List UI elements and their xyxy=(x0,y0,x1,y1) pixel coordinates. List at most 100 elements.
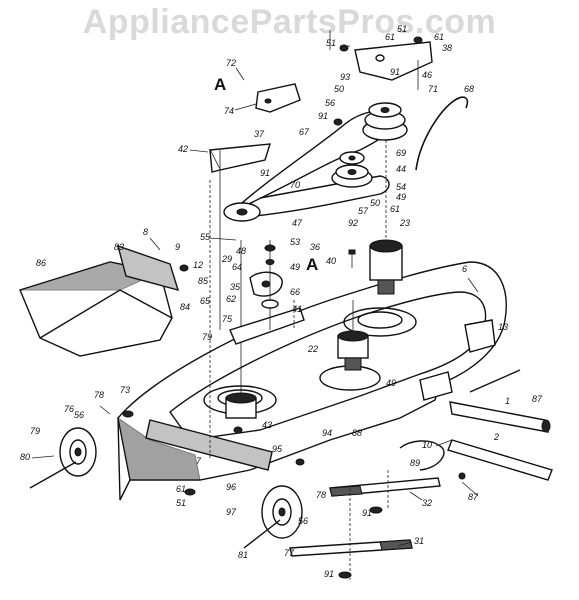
part-label: 56 xyxy=(298,516,308,526)
part-label: 6 xyxy=(462,264,467,274)
part-label: 48 xyxy=(236,246,246,256)
part-label: 49 xyxy=(290,262,300,272)
watermark: AppliancePartsPros.com xyxy=(82,3,497,41)
pulley-upper xyxy=(362,102,408,141)
part-label: 29 xyxy=(221,254,232,264)
mower-deck xyxy=(117,261,507,501)
part-label: 43 xyxy=(262,420,272,430)
part-label: 96 xyxy=(226,482,236,492)
part-label: 32 xyxy=(422,498,432,508)
part-label: 71 xyxy=(428,84,438,94)
part-label: 38 xyxy=(442,43,452,53)
part-label: 2 xyxy=(493,432,499,442)
part-label: 67 xyxy=(299,127,310,137)
part-label: 87 xyxy=(532,394,543,404)
part-label: 81 xyxy=(238,550,248,560)
part-label: 92 xyxy=(348,218,358,228)
part-label: 95 xyxy=(272,444,283,454)
blade-32 xyxy=(329,477,441,497)
leader-lines xyxy=(31,45,479,547)
part-label: 49 xyxy=(396,192,406,202)
part-label: 83 xyxy=(114,242,124,252)
part-label: 77 xyxy=(284,548,295,558)
part-label: 23 xyxy=(399,218,410,228)
part-label: 50 xyxy=(370,198,380,208)
belt-keeper-37 xyxy=(208,143,271,173)
part-label: 56 xyxy=(325,98,335,108)
part-label: 10 xyxy=(422,440,432,450)
pulley-left xyxy=(223,202,261,222)
part-label: 37 xyxy=(254,129,265,139)
part-label: 97 xyxy=(226,507,237,517)
part-label: 85 xyxy=(198,276,209,286)
pulley-center xyxy=(331,164,373,188)
part-label: 89 xyxy=(410,458,420,468)
gauge-wheel-right xyxy=(243,485,303,549)
hardware-bolts xyxy=(122,30,423,580)
part-label: 61 xyxy=(176,484,186,494)
part-label: 13 xyxy=(498,322,508,332)
part-label: 51 xyxy=(397,24,407,34)
part-label: 46 xyxy=(422,70,432,80)
idler-arm-assembly xyxy=(229,240,305,345)
part-label: 91 xyxy=(260,168,270,178)
part-label: 42 xyxy=(178,144,188,154)
part-label: 68 xyxy=(464,84,474,94)
part-label: 35 xyxy=(230,282,241,292)
blade-31 xyxy=(289,539,413,557)
part-label: 79 xyxy=(30,426,40,436)
part-label: 91 xyxy=(362,508,372,518)
left-spindle xyxy=(225,240,257,419)
part-label: 93 xyxy=(340,72,350,82)
idler-bracket xyxy=(354,41,433,90)
ref-mark-a-top: A xyxy=(214,75,226,94)
bracket-74 xyxy=(255,83,301,113)
part-label: 70 xyxy=(290,180,300,190)
part-label: 73 xyxy=(120,385,130,395)
belt-guide-cable xyxy=(415,96,469,171)
part-label: 56 xyxy=(74,410,84,420)
part-label: 47 xyxy=(292,218,303,228)
gauge-wheel-left xyxy=(29,427,97,489)
part-label: 91 xyxy=(390,67,400,77)
part-label: 86 xyxy=(36,258,46,268)
part-label: 57 xyxy=(358,206,369,216)
part-label: 41 xyxy=(292,304,302,314)
part-label: 72 xyxy=(226,58,236,68)
part-label: 76 xyxy=(64,404,74,414)
part-label: 88 xyxy=(352,428,362,438)
part-label: 53 xyxy=(290,237,300,247)
part-label: 61 xyxy=(434,32,444,42)
part-label: 64 xyxy=(232,262,242,272)
part-label: 61 xyxy=(390,204,400,214)
part-label: 84 xyxy=(180,302,190,312)
part-label: 31 xyxy=(414,536,424,546)
part-label: 36 xyxy=(310,242,320,252)
right-spindle xyxy=(369,120,403,295)
part-label: 94 xyxy=(322,428,332,438)
discharge-chute xyxy=(19,244,180,357)
part-label: 7 xyxy=(196,456,202,466)
part-label: 69 xyxy=(396,148,406,158)
part-label: 65 xyxy=(200,296,211,306)
center-spindle xyxy=(337,300,369,371)
part-label: 50 xyxy=(334,84,344,94)
part-label: 78 xyxy=(94,390,104,400)
part-label: 49 xyxy=(386,378,396,388)
part-label: 75 xyxy=(222,314,233,324)
part-label: 1 xyxy=(505,396,510,406)
part-label: 22 xyxy=(307,344,318,354)
part-labels: 51 61 38 51 61 72 93 91 46 50 71 68 74 5… xyxy=(20,24,543,579)
part-label: 55 xyxy=(200,232,211,242)
part-label: 74 xyxy=(224,106,234,116)
part-label: 66 xyxy=(290,287,300,297)
part-label: 40 xyxy=(326,256,336,266)
part-label: 12 xyxy=(193,260,203,270)
part-label: 51 xyxy=(176,498,186,508)
part-label: 62 xyxy=(226,294,236,304)
part-label: 91 xyxy=(324,569,334,579)
part-label: 9 xyxy=(175,242,180,252)
ref-mark-a-mid: A xyxy=(306,255,318,274)
part-label: 54 xyxy=(396,182,406,192)
